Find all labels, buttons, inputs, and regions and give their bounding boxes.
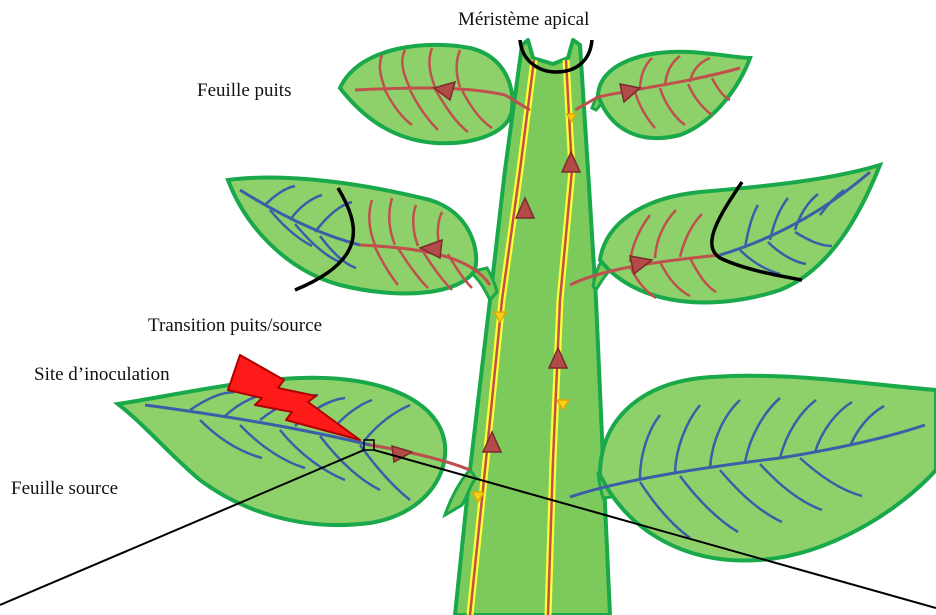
source-leaf-bottom-right	[570, 376, 936, 561]
sink-leaf-top-left	[340, 45, 530, 143]
sink-leaf-top-right	[575, 52, 750, 138]
transition-leaf-middle-right	[570, 165, 880, 302]
label-inoculation-site: Site d’inoculation	[34, 365, 170, 384]
label-apical-meristem: Méristème apical	[458, 10, 589, 29]
transition-leaf-middle-left	[228, 178, 490, 294]
label-source-leaf: Feuille source	[11, 479, 118, 498]
label-sink-source-transition: Transition puits/source	[148, 316, 322, 335]
label-sink-leaf: Feuille puits	[197, 81, 291, 100]
zoom-line-left	[0, 450, 364, 605]
